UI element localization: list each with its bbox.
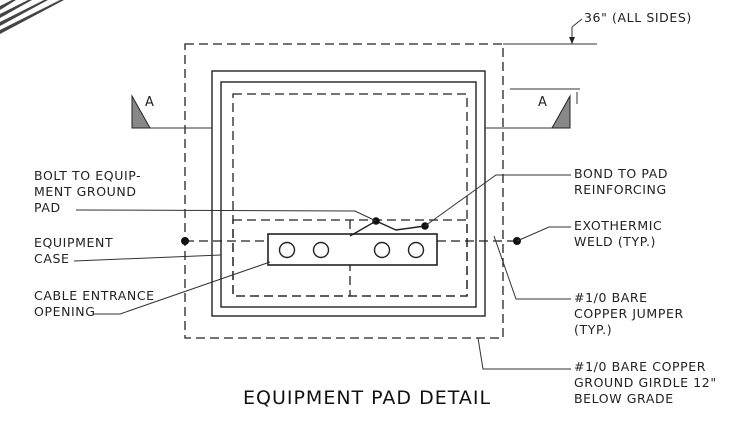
svg-text:(TYP.): (TYP.): [574, 322, 612, 337]
bond-leader: [424, 174, 571, 227]
girdle-label: #1/0 BARE COPPER GROUND GIRDLE 12" BELOW…: [574, 359, 717, 406]
jumper-label: #1/0 BARE COPPER JUMPER (TYP.): [574, 290, 684, 337]
svg-text:A: A: [538, 95, 547, 110]
bar-hole: [312, 241, 330, 259]
exothermic-label: EXOTHERMIC WELD (TYP.): [574, 218, 662, 249]
svg-text:A: A: [145, 95, 154, 110]
svg-text:#1/0 BARE COPPER: #1/0 BARE COPPER: [574, 359, 706, 374]
svg-text:GROUND GIRDLE 12": GROUND GIRDLE 12": [574, 375, 717, 390]
jumper-leader: [493, 235, 571, 300]
svg-text:OPENING: OPENING: [34, 304, 96, 319]
cable-entrance-leader: [94, 261, 271, 315]
girdle-leader: [477, 337, 571, 370]
drawing-title: EQUIPMENT PAD DETAIL: [243, 387, 491, 409]
svg-text:MENT GROUND: MENT GROUND: [34, 184, 137, 199]
svg-text:EXOTHERMIC: EXOTHERMIC: [574, 218, 662, 233]
bar-hole: [373, 241, 391, 259]
svg-text:REINFORCING: REINFORCING: [574, 182, 667, 197]
bond-label: BOND TO PAD REINFORCING: [574, 166, 668, 197]
clearance-boundary: [184, 43, 504, 339]
svg-text:CABLE ENTRANCE: CABLE ENTRANCE: [34, 288, 155, 303]
cable-entrance-label: CABLE ENTRANCE OPENING: [34, 288, 155, 319]
svg-text:#1/0 BARE: #1/0 BARE: [574, 290, 648, 305]
svg-text:WELD (TYP.): WELD (TYP.): [574, 234, 656, 249]
section-cut-right: A: [485, 92, 578, 129]
section-cut-left: A: [131, 94, 212, 129]
svg-text:BELOW GRADE: BELOW GRADE: [574, 391, 674, 406]
svg-text:CASE: CASE: [34, 251, 70, 266]
svg-text:COPPER JUMPER: COPPER JUMPER: [574, 306, 684, 321]
bar-hole: [407, 241, 425, 259]
svg-text:PAD: PAD: [34, 200, 61, 215]
case-leader: [73, 254, 222, 262]
weld-point-left: [181, 237, 189, 245]
clearance-label: 36" (ALL SIDES): [584, 10, 692, 25]
exothermic-leader: [516, 226, 571, 242]
svg-text:EQUIPMENT: EQUIPMENT: [34, 235, 113, 250]
bar-hole: [278, 241, 296, 259]
equipment-case-outline: [220, 81, 477, 308]
equipment-pad: [211, 70, 486, 317]
bolt-leader: [75, 209, 377, 222]
bond-wire: [349, 220, 426, 237]
corner-hatch: [0, 0, 64, 34]
bolt-label: BOLT TO EQUIP- MENT GROUND PAD: [34, 168, 141, 215]
svg-text:BOLT TO EQUIP-: BOLT TO EQUIP-: [34, 168, 141, 183]
equipment-case-label: EQUIPMENT CASE: [34, 235, 113, 266]
clearance-leader: [503, 18, 597, 45]
svg-text:BOND TO PAD: BOND TO PAD: [574, 166, 668, 181]
